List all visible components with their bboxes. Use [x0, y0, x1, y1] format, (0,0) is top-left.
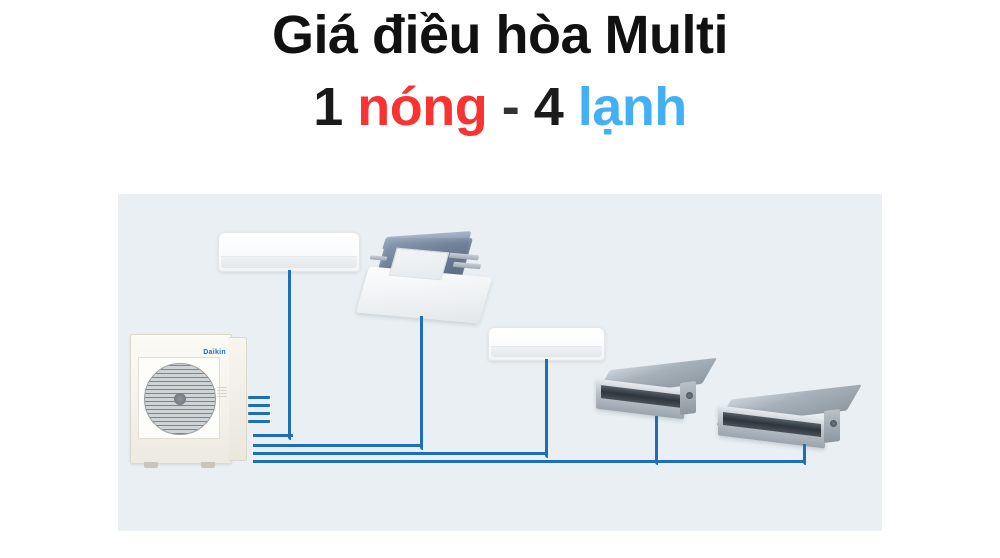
daikin-logo: Daikin [203, 349, 226, 356]
fan-hub [174, 393, 186, 405]
wall-unit-face [492, 332, 601, 349]
pipe-run-2-horizontal [253, 444, 423, 447]
pipe-run-1-horizontal [253, 434, 293, 437]
page-title: Giá điều hòa Multi 1 nóng - 4 lạnh [0, 0, 1000, 175]
title-separator: - [501, 77, 520, 137]
outdoor-unit-side-panel [229, 337, 247, 461]
outdoor-unit-grille-frame [138, 357, 220, 439]
wall-unit-face [222, 237, 356, 257]
wall-unit-louver [491, 346, 602, 357]
indoor-unit-duct-1 [594, 357, 718, 422]
indoor-unit-wall-1 [218, 232, 360, 272]
outdoor-unit-body: Daikin [130, 334, 232, 468]
indoor-unit-wall-2 [488, 327, 605, 361]
indoor-unit-cassette [355, 231, 493, 324]
title-line-secondary: 1 nóng - 4 lạnh [0, 80, 1000, 134]
pipe-run-3 [545, 359, 548, 458]
outdoor-unit: Daikin [130, 334, 270, 474]
pipe-stub [248, 396, 270, 399]
title-line-primary: Giá điều hòa Multi [271, 5, 729, 65]
duct-unit-connector [830, 420, 837, 427]
pipe-run-5 [803, 444, 806, 465]
pipe-stub [248, 420, 270, 423]
cassette-diffuser [388, 247, 450, 281]
pipe-run-2 [420, 316, 423, 450]
hot-label: nóng [357, 77, 488, 137]
pipe-run-3-horizontal [253, 452, 548, 455]
cassette-air-slot [369, 255, 388, 261]
pipe-stub [248, 412, 270, 415]
indoor-unit-duct-2 [716, 384, 862, 456]
fan-icon [144, 363, 216, 435]
hot-unit-count: 1 [313, 77, 343, 137]
wall-unit-louver [221, 255, 357, 268]
outdoor-unit-vent [217, 387, 227, 397]
pipe-connection-stubs [248, 396, 270, 436]
multi-split-diagram-panel: Daikin [118, 194, 882, 531]
pipe-run-1 [288, 270, 291, 440]
outdoor-unit-foot-right [201, 462, 215, 468]
cold-label: lạnh [577, 77, 688, 137]
cold-unit-count: 4 [533, 77, 564, 137]
pipe-stub [248, 404, 270, 407]
pipe-run-4 [655, 416, 658, 465]
outdoor-unit-foot-left [144, 462, 158, 468]
pipe-run-bundle-bottom [253, 460, 806, 463]
duct-unit-connector [686, 392, 693, 399]
